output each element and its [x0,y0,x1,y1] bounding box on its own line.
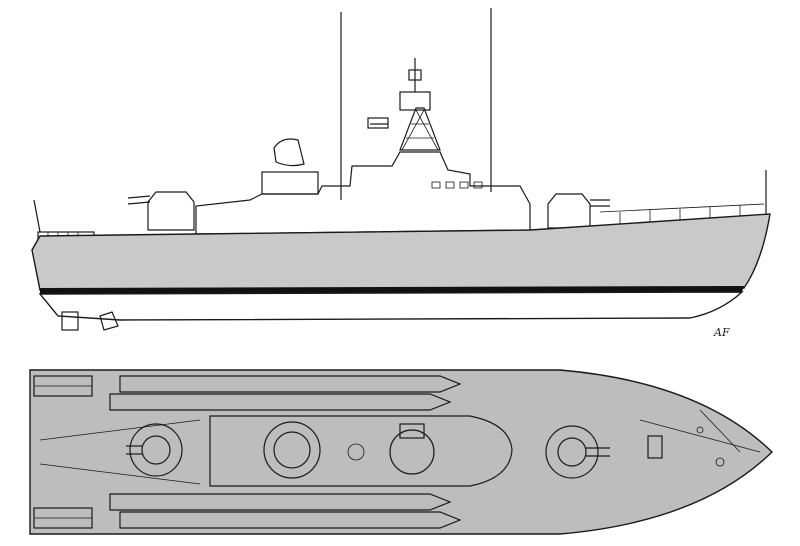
bow-fittings [639,409,761,467]
missile-launchers-starboard [109,493,462,529]
forward-turret-top [545,425,610,479]
aft-gun-turret [127,191,195,231]
radar-base-top [263,421,321,479]
underwater-hull [38,291,744,321]
rudder [61,311,79,331]
mast-platform-top [347,423,435,475]
artist-signature: AF [714,326,730,339]
aft-turret-top [126,423,183,477]
lattice-mast [367,58,441,151]
superstructure [195,151,531,235]
superstructure-top [209,415,513,487]
aft-racks [33,375,93,529]
missile-launchers-port [109,375,462,411]
deck-outline [29,369,774,535]
propeller [99,311,119,331]
hull-side [31,213,771,291]
